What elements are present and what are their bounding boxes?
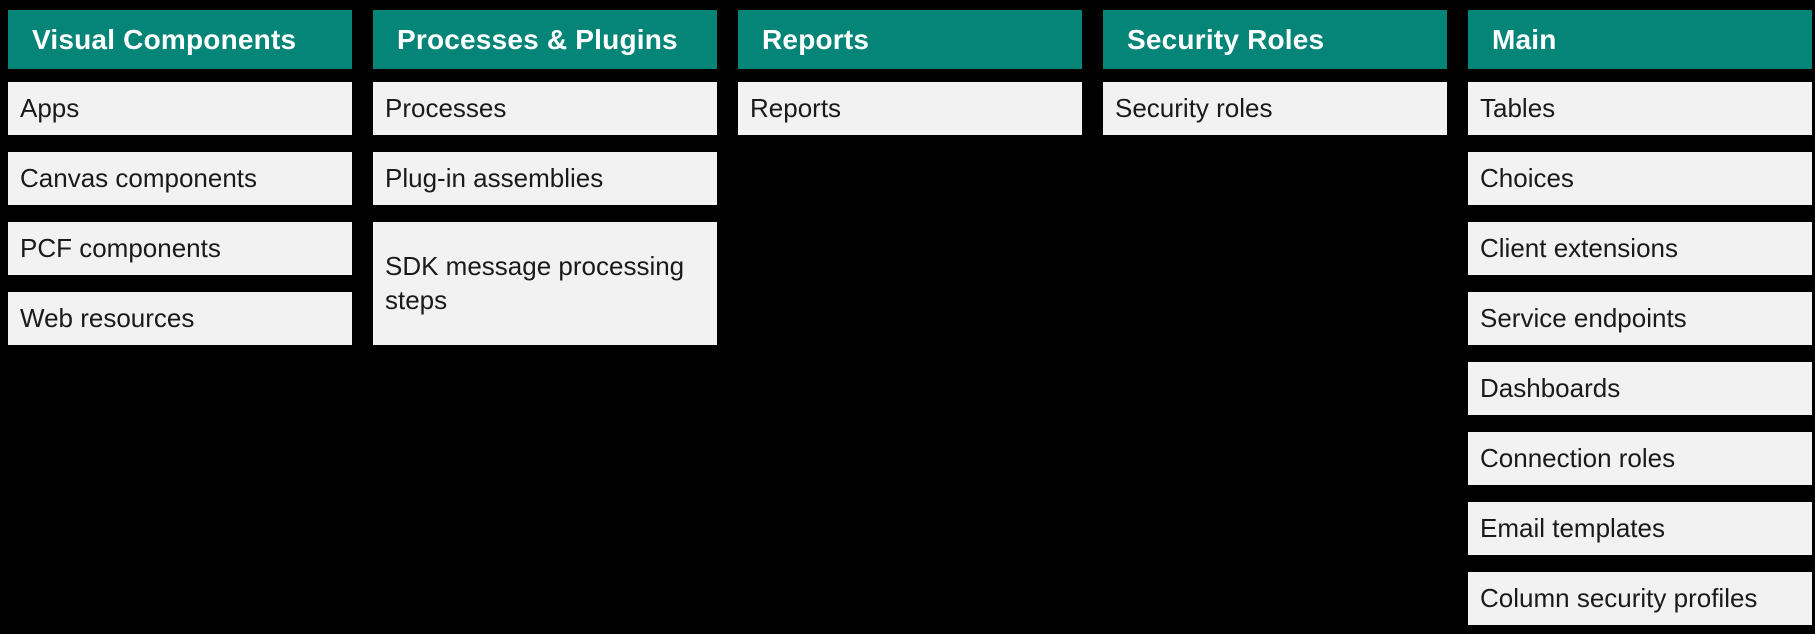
- list-item-security-roles: Security roles: [1103, 82, 1447, 135]
- list-item-choices: Choices: [1468, 152, 1812, 205]
- column-header-main: Main: [1468, 10, 1812, 69]
- column-header-visual-components: Visual Components: [8, 10, 352, 69]
- list-item-client-extensions: Client extensions: [1468, 222, 1812, 275]
- list-item-dashboards: Dashboards: [1468, 362, 1812, 415]
- list-item-pcf-components: PCF components: [8, 222, 352, 275]
- list-item-email-templates: Email templates: [1468, 502, 1812, 555]
- list-item-canvas-components: Canvas components: [8, 152, 352, 205]
- list-item-plugin-assemblies: Plug-in assemblies: [373, 152, 717, 205]
- list-item-service-endpoints: Service endpoints: [1468, 292, 1812, 345]
- column-processes-plugins: Processes & Plugins Processes Plug-in as…: [373, 10, 717, 362]
- list-item-apps: Apps: [8, 82, 352, 135]
- column-header-reports: Reports: [738, 10, 1082, 69]
- column-security-roles: Security Roles Security roles: [1103, 10, 1447, 152]
- list-item-tables: Tables: [1468, 82, 1812, 135]
- list-item-sdk-message-processing-steps: SDK message processing steps: [373, 222, 717, 345]
- list-item-processes: Processes: [373, 82, 717, 135]
- column-visual-components: Visual Components Apps Canvas components…: [8, 10, 352, 362]
- column-header-processes-plugins: Processes & Plugins: [373, 10, 717, 69]
- list-item-column-security-profiles: Column security profiles: [1468, 572, 1812, 625]
- list-item-reports: Reports: [738, 82, 1082, 135]
- column-main: Main Tables Choices Client extensions Se…: [1468, 10, 1812, 634]
- list-item-web-resources: Web resources: [8, 292, 352, 345]
- list-item-connection-roles: Connection roles: [1468, 432, 1812, 485]
- column-header-security-roles: Security Roles: [1103, 10, 1447, 69]
- column-reports: Reports Reports: [738, 10, 1082, 152]
